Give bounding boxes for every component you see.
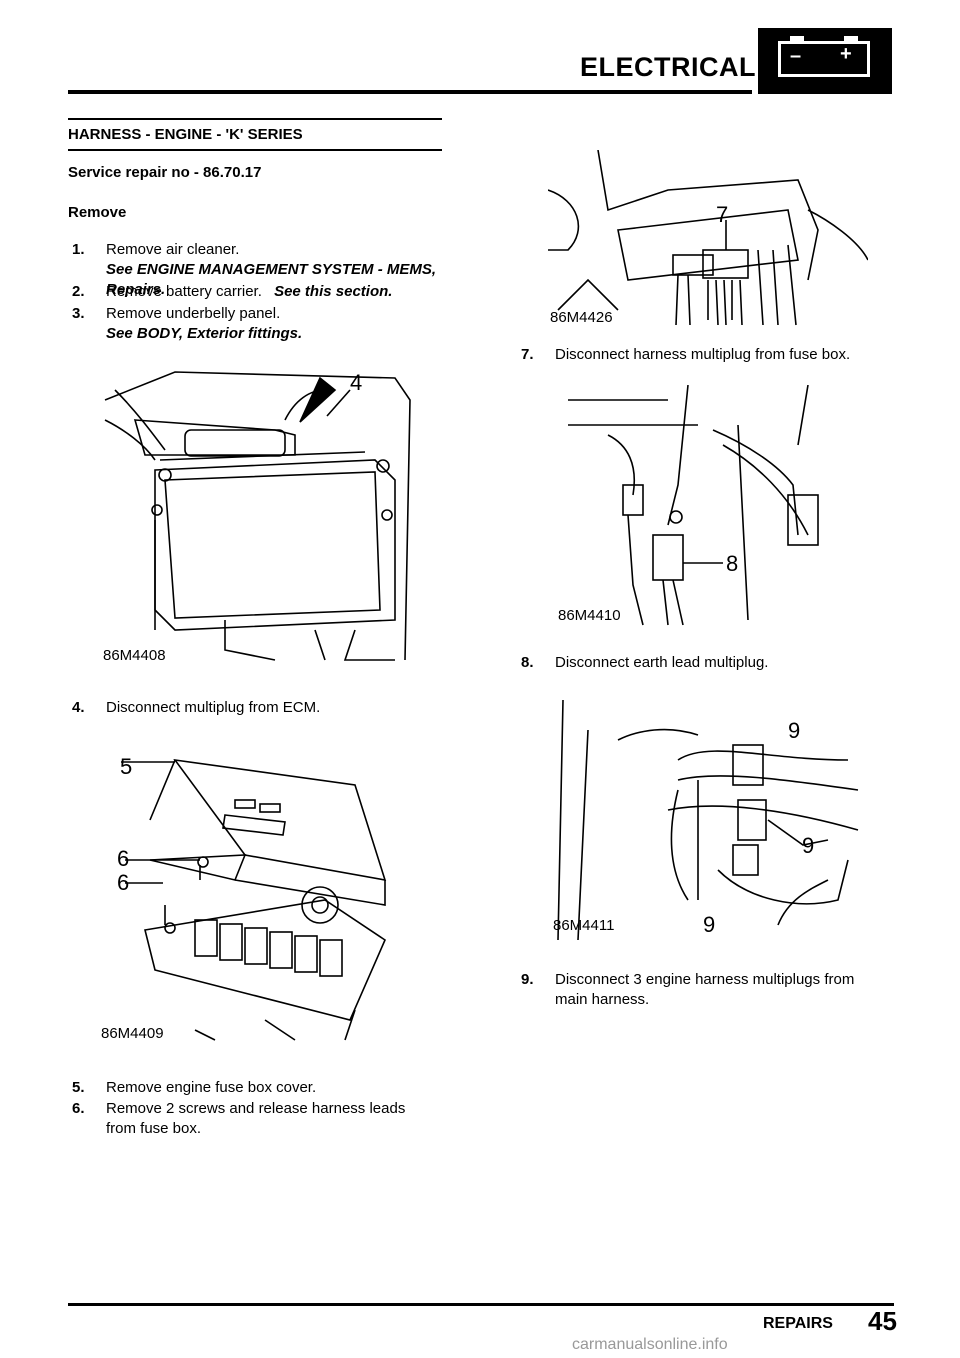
service-repair-no: Service repair no - 86.70.17 [68, 164, 262, 181]
figure-fuse-box: 5 6 6 86M4409 [101, 754, 387, 1042]
step-3: 3.Remove underbelly panel. See BODY, Ext… [72, 304, 444, 344]
figure-ecm: 4 86M4408 [103, 370, 411, 664]
callout-9c: 9 [703, 912, 715, 937]
figure-code: 86M4411 [553, 917, 614, 934]
footer-section: REPAIRS [763, 1315, 833, 1332]
callout-6a: 6 [117, 846, 129, 871]
footer-rule [68, 1303, 894, 1306]
step-6: 6.Remove 2 screws and release harness le… [72, 1100, 406, 1137]
step-2: 2.Remove battery carrier. See this secti… [72, 283, 393, 300]
callout-5: 5 [120, 754, 132, 779]
step-9: 9.Disconnect 3 engine harness multiplugs… [521, 971, 855, 1008]
step-5: 5.Remove engine fuse box cover. [72, 1079, 317, 1096]
figure-code: 86M4408 [103, 647, 166, 664]
step-7: 7.Disconnect harness multiplug from fuse… [521, 346, 851, 363]
callout-7: 7 [716, 202, 728, 227]
figure-code: 86M4410 [558, 607, 621, 624]
callout-9b: 9 [802, 833, 814, 858]
battery-icon: –+ [758, 28, 892, 94]
title-rule-bottom [68, 149, 442, 151]
figure-code: 86M4409 [101, 1025, 164, 1042]
step-3-ref: See BODY, Exterior fittings. [106, 325, 303, 342]
figure-code: 86M4426 [550, 309, 613, 326]
remove-heading: Remove [68, 204, 127, 221]
watermark: carmanualsonline.info [572, 1336, 728, 1353]
step-1: 1.Remove air cleaner. See ENGINE MANAGEM… [72, 240, 444, 300]
figure-fuse-box-multiplug: 7 86M4426 [548, 150, 868, 326]
figure-engine-harness: 9 9 9 86M4411 [553, 700, 859, 941]
callout-9a: 9 [788, 718, 800, 743]
callout-4: 4 [350, 370, 362, 395]
step-1-ref: See ENGINE MANAGEMENT SYSTEM - MEMS, Rep… [106, 261, 437, 298]
page-number: 45 [868, 1306, 897, 1336]
step-4: 4.Disconnect multiplug from ECM. [72, 699, 321, 716]
step-2-ref: See this section. [274, 283, 393, 300]
callout-8: 8 [726, 551, 738, 576]
title-rule-top [68, 118, 442, 120]
step-8: 8.Disconnect earth lead multiplug. [521, 654, 769, 671]
header-rule [68, 90, 752, 94]
callout-6b: 6 [117, 870, 129, 895]
procedure-title: HARNESS - ENGINE - 'K' SERIES [68, 126, 303, 143]
figure-earth-lead: 8 86M4410 [558, 385, 819, 626]
section-title: ELECTRICAL [580, 52, 756, 82]
